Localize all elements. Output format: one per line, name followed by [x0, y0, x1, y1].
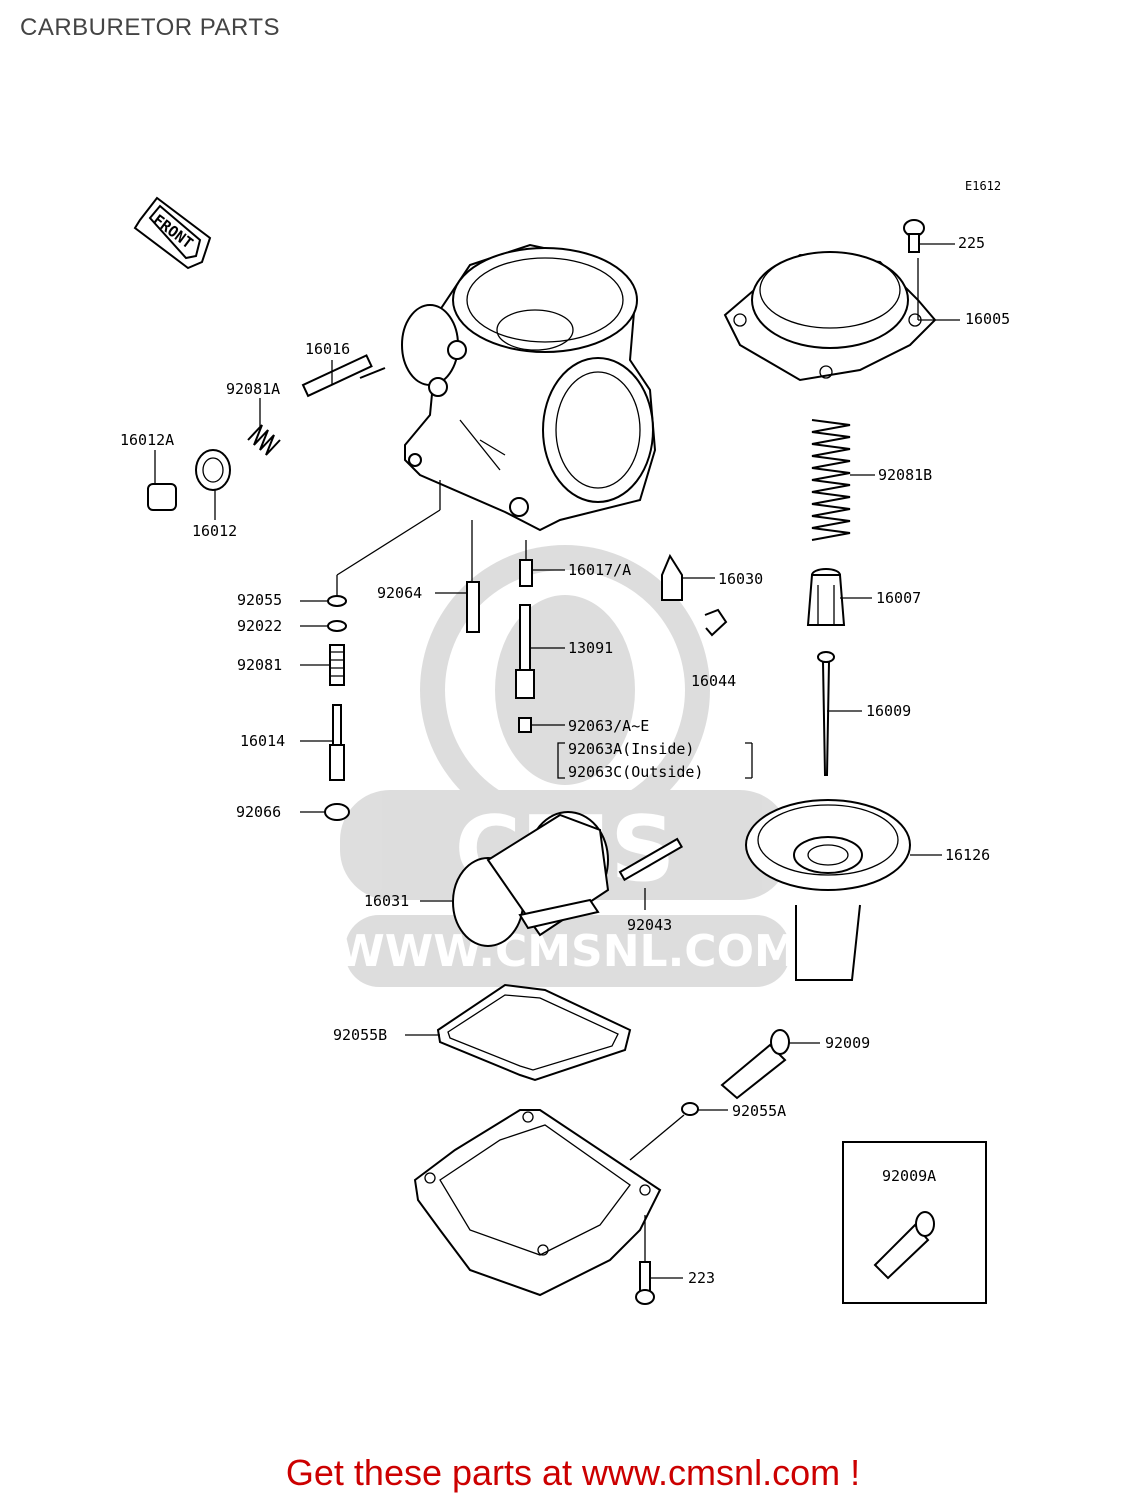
watermark-url: WWW.CMSNL.COM	[336, 926, 798, 977]
float-valve-icon	[661, 553, 683, 601]
part-label-16007: 16007	[876, 589, 921, 607]
part-label-92081a: 92081A	[226, 380, 280, 398]
part-label-16012: 16012	[192, 522, 237, 540]
cap-92066-icon	[324, 803, 350, 821]
get-parts-link[interactable]: Get these parts at www.cmsnl.com !	[285, 1452, 861, 1493]
diaphragm-piston	[745, 799, 911, 981]
part-label-92063a-inside: 92063A(Inside)	[568, 740, 694, 758]
oring-92055a-icon	[681, 1102, 699, 1116]
jet-16017-icon	[519, 559, 533, 587]
part-label-92055: 92055	[237, 591, 282, 609]
part-label-92081b: 92081B	[878, 466, 932, 484]
part-label-16126: 16126	[945, 846, 990, 864]
part-label-92081: 92081	[237, 656, 282, 674]
spring-92081b-icon	[811, 419, 851, 541]
spring-92081-icon	[329, 644, 345, 686]
float-icon	[452, 811, 610, 947]
part-label-16014: 16014	[240, 732, 285, 750]
gasket-icon	[436, 983, 632, 1082]
washer-92022-icon	[327, 620, 347, 632]
clip-16044-icon	[704, 608, 728, 637]
figure-code: E1612	[965, 179, 1001, 193]
part-label-13091: 13091	[568, 639, 613, 657]
top-cover	[723, 251, 937, 382]
screw-92009-icon	[720, 1029, 790, 1100]
part-label-92043: 92043	[627, 916, 672, 934]
part-label-92022: 92022	[237, 617, 282, 635]
front-arrow-icon: FRONT	[133, 196, 212, 270]
throttle-screw-16014-icon	[329, 704, 345, 781]
oring-92055-icon	[327, 595, 347, 607]
spring-92081a-icon	[247, 424, 281, 456]
screw-223-icon	[635, 1261, 655, 1305]
part-label-92063-a-e: 92063/A~E	[568, 717, 649, 735]
part-label-16044: 16044	[691, 672, 736, 690]
part-label-92055b: 92055B	[333, 1026, 387, 1044]
part-label-223: 223	[688, 1269, 715, 1287]
screw-225-icon	[903, 219, 925, 253]
part-label-16005: 16005	[965, 310, 1010, 328]
plug-16012-icon	[195, 449, 231, 491]
inset-box	[842, 1141, 987, 1304]
part-label-225: 225	[958, 234, 985, 252]
part-label-92009a: 92009A	[882, 1167, 936, 1185]
part-label-92066: 92066	[236, 803, 281, 821]
leader-lines	[154, 243, 960, 1279]
main-jet-92063-icon	[518, 717, 532, 733]
part-label-16009: 16009	[866, 702, 911, 720]
cap-16012a-icon	[147, 483, 177, 511]
watermark-logo: CMS WWW.CMSNL.COM	[336, 545, 798, 987]
carburetor-body	[401, 243, 657, 532]
part-label-92009: 92009	[825, 1034, 870, 1052]
part-label-16012a: 16012A	[120, 431, 174, 449]
part-label-92055a: 92055A	[732, 1102, 786, 1120]
jet-92064-icon	[466, 581, 480, 633]
pilot-screw-icon	[301, 354, 386, 398]
needle-holder-icon	[806, 568, 846, 626]
part-label-16031: 16031	[364, 892, 409, 910]
part-label-16016: 16016	[305, 340, 350, 358]
needle-jet-13091-icon	[515, 604, 535, 699]
page-title: CARBURETOR PARTS	[20, 14, 281, 41]
pin-92043-icon	[618, 837, 684, 882]
part-label-16017a: 16017/A	[568, 561, 631, 579]
float-bowl	[413, 1109, 662, 1297]
part-label-92063c-outside: 92063C(Outside)	[568, 763, 703, 781]
jet-needle-icon	[817, 651, 835, 776]
part-label-16030: 16030	[718, 570, 763, 588]
part-label-92064: 92064	[377, 584, 422, 602]
